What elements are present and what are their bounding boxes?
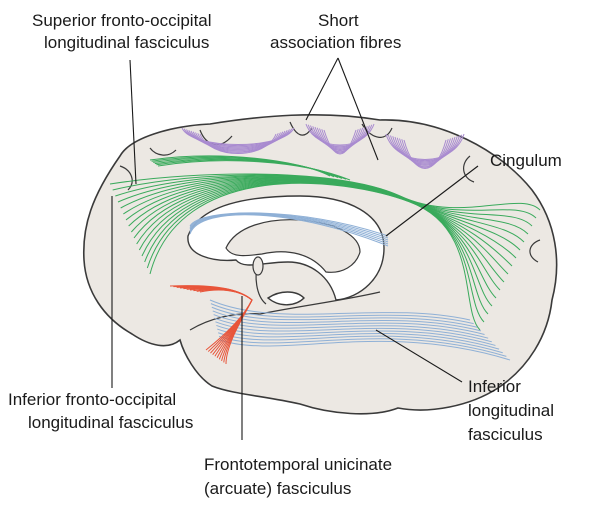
label-uncinate-line1: Frontotemporal unicinate [204, 455, 392, 474]
label-inferior-lf-line1: Inferior [468, 377, 521, 396]
label-inferior-lf-line3: fasciculus [468, 425, 543, 444]
label-superior-fof-line1: Superior fronto-occipital [32, 11, 212, 30]
label-cingulum: Cingulum [490, 151, 562, 170]
label-inferior-fof-line2: longitudinal fasciculus [28, 413, 193, 432]
label-inferior-fof-line1: Inferior fronto-occipital [8, 390, 176, 409]
label-short-fibres-line2: association fibres [270, 33, 401, 52]
leader-short-fibres-a [306, 58, 338, 120]
label-short-fibres-line1: Short [318, 11, 359, 30]
label-superior-fof-line2: longitudinal fasciculus [44, 33, 209, 52]
label-uncinate-line2: (arcuate) fasciculus [204, 479, 351, 498]
mammillary-body [253, 257, 263, 275]
label-inferior-lf-line2: longitudinal [468, 401, 554, 420]
